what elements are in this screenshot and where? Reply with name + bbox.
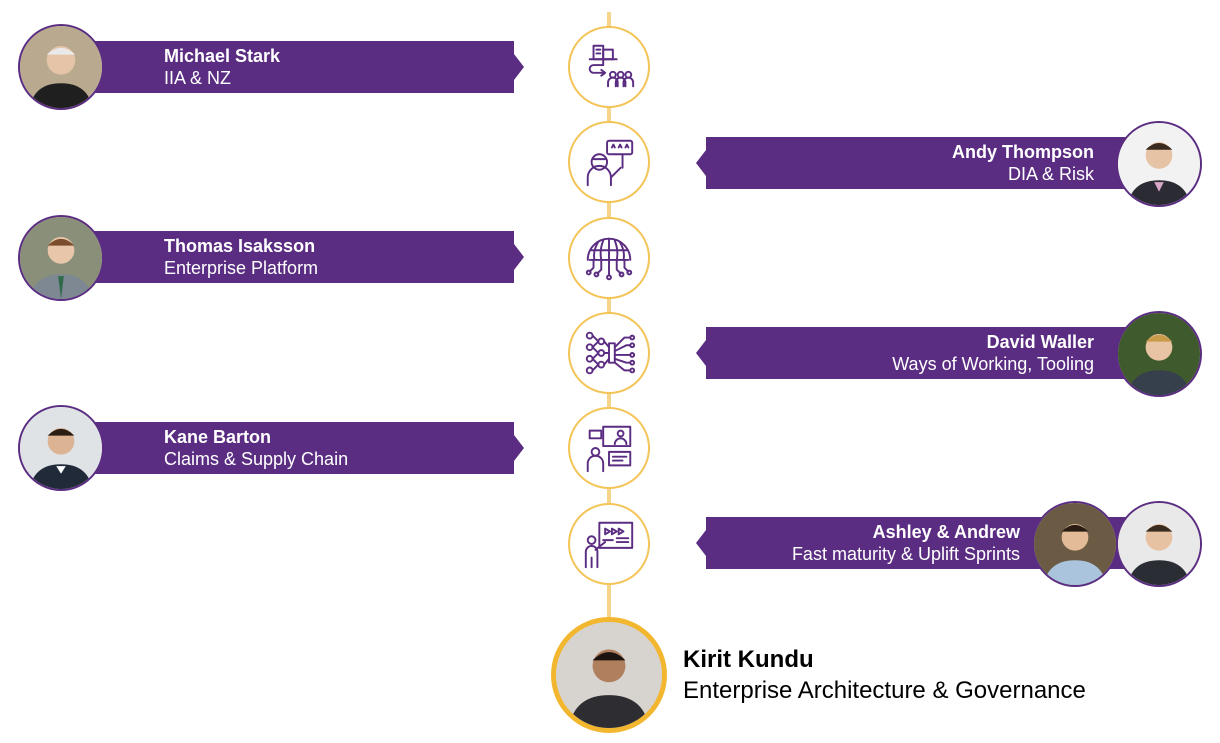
member-bar-kane-barton: Kane Barton Claims & Supply Chain [56,422,524,474]
member-name: Michael Stark [164,46,281,66]
video-conference-icon [568,407,650,489]
member-role: DIA & Risk [1007,164,1094,184]
member-name: David Waller [986,332,1094,352]
integration-icon [568,26,650,108]
avatar-kane-barton [18,405,104,491]
member-name: Andy Thompson [952,142,1094,162]
member-role: IIA & NZ [164,68,232,88]
member-role: Claims & Supply Chain [164,449,349,469]
member-bar-michael-stark: Michael Stark IIA & NZ [56,41,524,93]
presentation-icon [568,503,650,585]
avatar-thomas-isaksson [18,215,104,301]
avatar-ashley [1032,501,1118,587]
member-name: Ashley & Andrew [872,522,1020,542]
lead-role: Enterprise Architecture & Governance [683,677,1086,704]
member-name: Thomas Isaksson [164,236,316,256]
member-bar-andy-thompson: Andy Thompson DIA & Risk [696,137,1158,189]
global-network-icon [568,217,650,299]
avatar-david-waller [1116,311,1202,397]
neural-network-icon [568,312,650,394]
member-bar-thomas-isaksson: Thomas Isaksson Enterprise Platform [56,231,524,283]
member-role: Enterprise Platform [164,258,319,278]
avatar-andrew [1116,501,1202,587]
avatar-michael-stark [18,24,104,110]
member-role: Fast maturity & Uplift Sprints [791,544,1020,564]
avatar-andy-thompson [1116,121,1202,207]
member-name: Kane Barton [164,427,272,447]
lead-name: Kirit Kundu [683,646,814,673]
member-role: Ways of Working, Tooling [892,354,1094,374]
feedback-rating-icon [568,121,650,203]
avatar-kirit-kundu [551,617,667,733]
member-bar-david-waller: David Waller Ways of Working, Tooling [696,327,1158,379]
